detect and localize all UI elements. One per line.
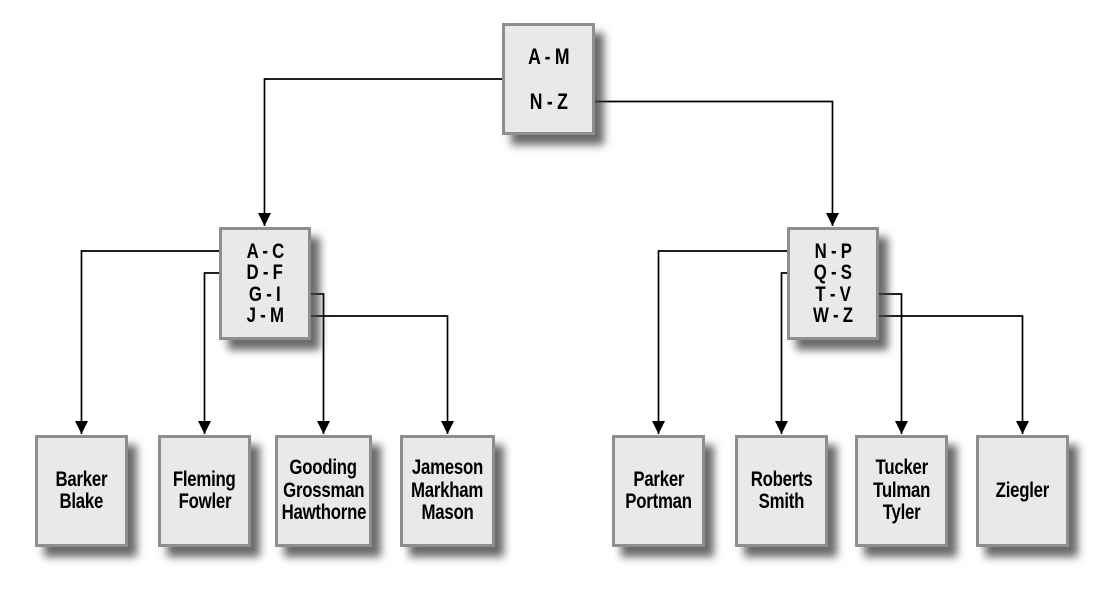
leaf-name: Tulman bbox=[872, 478, 931, 502]
leaf-name: Tyler bbox=[882, 501, 921, 525]
leaf-name: Smith bbox=[758, 490, 805, 513]
leaf-name: Blake bbox=[59, 490, 104, 513]
internal-node-right: N - P Q - S T - V W - Z bbox=[787, 227, 879, 340]
leaf-name: Hawthorne bbox=[281, 501, 366, 525]
leaf-name: Gooding bbox=[289, 456, 358, 480]
leaf-node-roberts-smith: Roberts Smith bbox=[735, 435, 828, 547]
key-range: T - V bbox=[815, 282, 851, 306]
connector-root-to-internal-left bbox=[258, 78, 502, 226]
leaf-name: Grossman bbox=[282, 478, 365, 502]
leaf-name: Markham bbox=[411, 478, 484, 502]
leaf-node-jameson-markham-mason: Jameson Markham Mason bbox=[400, 435, 495, 547]
key-range: W - Z bbox=[813, 304, 853, 327]
leaf-name: Roberts bbox=[750, 467, 813, 491]
leaf-name: Ziegler bbox=[995, 478, 1050, 502]
leaf-node-parker-portman: Parker Portman bbox=[612, 435, 705, 547]
leaf-name: Tucker bbox=[875, 456, 928, 480]
key-range: G - I bbox=[249, 282, 281, 306]
connector-df-to-fleming bbox=[198, 272, 219, 434]
leaf-name: Jameson bbox=[411, 456, 484, 480]
key-range: J - M bbox=[246, 304, 284, 327]
leaf-name: Fowler bbox=[178, 490, 231, 513]
leaf-name: Portman bbox=[625, 490, 692, 513]
leaf-name: Fleming bbox=[173, 467, 236, 491]
connector-ac-to-barker bbox=[75, 250, 219, 434]
leaf-node-barker-blake: Barker Blake bbox=[35, 435, 128, 547]
root-node: A - M N - Z bbox=[502, 23, 595, 135]
connector-np-to-parker bbox=[652, 250, 787, 434]
key-range: N - Z bbox=[529, 89, 568, 114]
internal-node-left: A - C D - F G - I J - M bbox=[219, 227, 311, 340]
connector-root-to-internal-right bbox=[595, 100, 839, 226]
leaf-name: Barker bbox=[55, 467, 108, 491]
key-range: A - M bbox=[527, 44, 570, 69]
leaf-node-fleming-fowler: Fleming Fowler bbox=[158, 435, 251, 547]
leaf-node-gooding-grossman-hawthorne: Gooding Grossman Hawthorne bbox=[275, 435, 372, 547]
connector-wz-to-ziegler bbox=[879, 315, 1029, 434]
leaf-name: Parker bbox=[633, 467, 684, 491]
leaf-name: Mason bbox=[421, 501, 474, 525]
key-range: D - F bbox=[246, 261, 284, 284]
connector-tv-to-tucker bbox=[879, 293, 908, 434]
connector-jm-to-jameson bbox=[311, 315, 454, 434]
leaf-node-tucker-tulman-tyler: Tucker Tulman Tyler bbox=[855, 435, 948, 547]
key-range: A - C bbox=[246, 239, 284, 263]
key-range: Q - S bbox=[813, 261, 852, 284]
key-range: N - P bbox=[814, 239, 852, 263]
leaf-node-ziegler: Ziegler bbox=[976, 435, 1069, 547]
connector-gi-to-gooding bbox=[311, 293, 330, 434]
